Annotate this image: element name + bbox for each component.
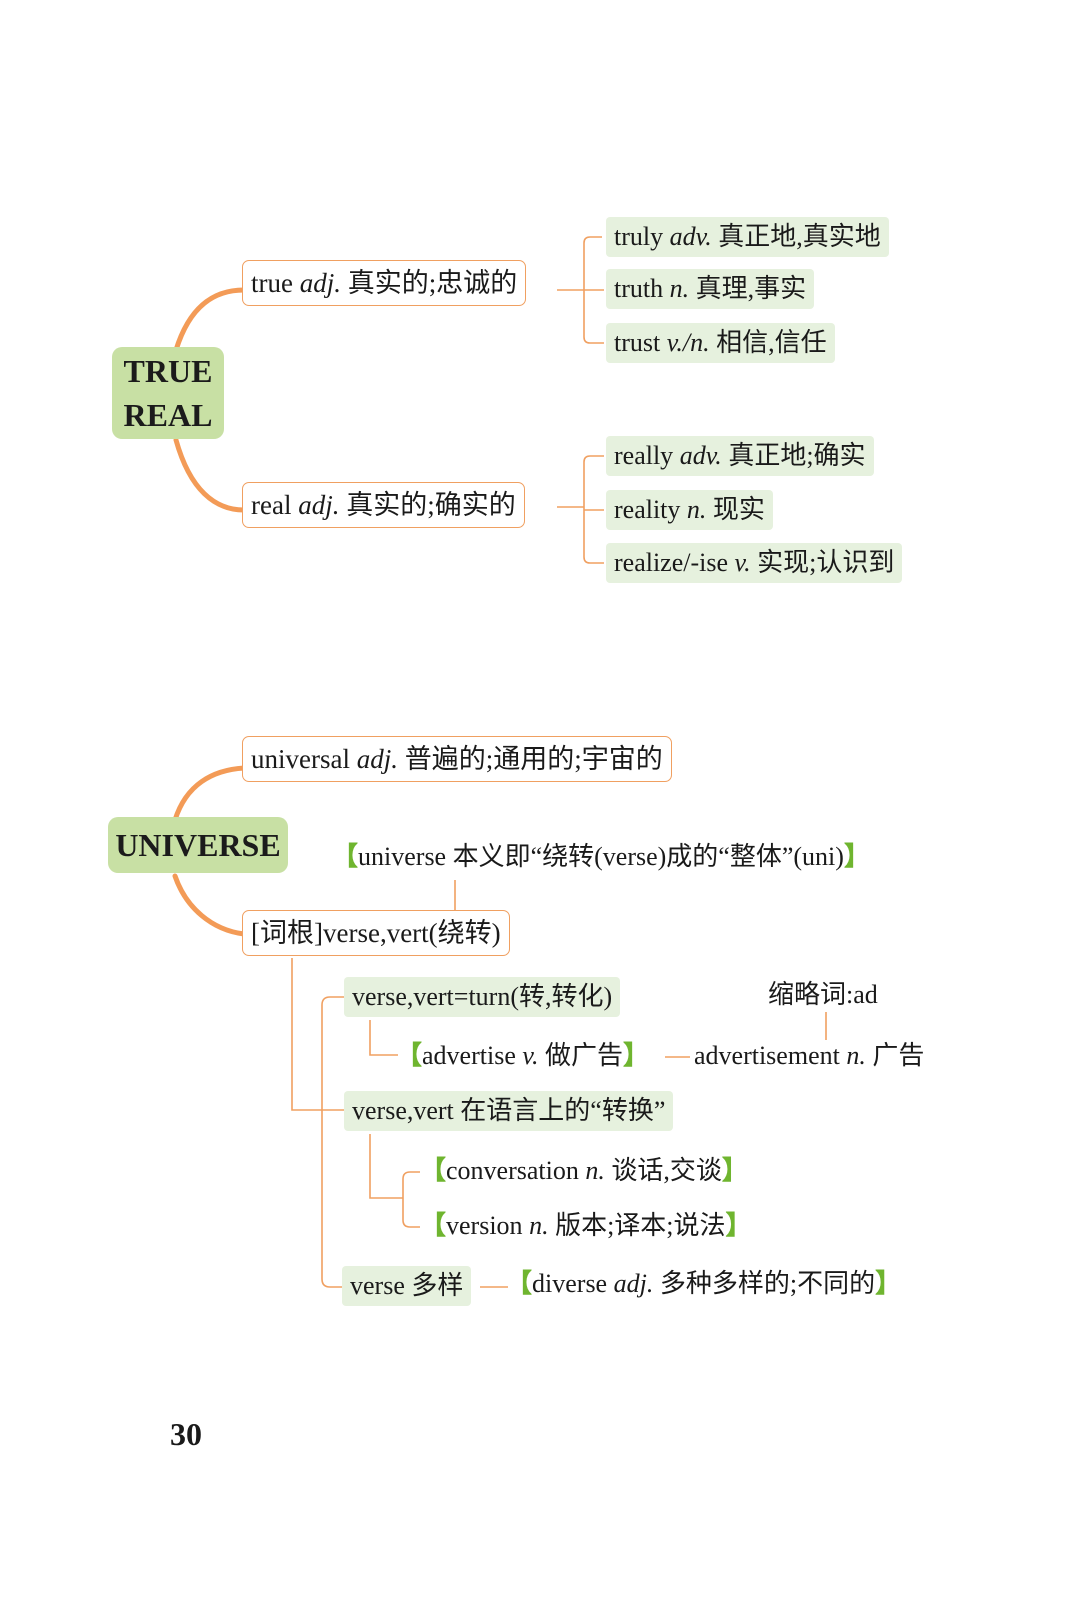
branch-language-conversion: verse,vert 在语言上的“转换” <box>344 1091 674 1131</box>
child-meaning: 做广告 <box>544 1041 623 1070</box>
branch-label: verse 多样 <box>350 1271 464 1300</box>
main-branches-bracket <box>321 996 344 1288</box>
child-pos: n. <box>669 274 690 303</box>
child-truly: truly adv. 真正地,真实地 <box>606 217 889 257</box>
derived-pos: n. <box>846 1041 866 1070</box>
child-word: truly <box>614 222 664 251</box>
page-number: 30 <box>170 1416 202 1452</box>
branch-diverse: verse 多样 <box>342 1266 472 1306</box>
branch-label: verse,vert 在语言上的“转换” <box>352 1096 666 1125</box>
child-pos: adv. <box>669 222 712 251</box>
child-word: conversation <box>446 1156 579 1185</box>
entry-word: real <box>251 490 292 520</box>
bracket-close: 】 <box>623 1041 650 1070</box>
child-meaning: 真理,事实 <box>695 274 807 303</box>
branch-turn: verse,vert=turn(转,转化) <box>344 977 621 1017</box>
child-word: version <box>446 1211 523 1240</box>
bracket-close: 】 <box>875 1269 902 1298</box>
entry-meaning: 普遍的;通用的;宇宙的 <box>404 744 663 774</box>
child-reality: reality n. 现实 <box>606 490 773 530</box>
child-truth: truth n. 真理,事实 <box>606 269 815 309</box>
bracket-close: 】 <box>725 1211 752 1240</box>
bracket-open: 【 <box>506 1269 533 1298</box>
entry-pos: adj. <box>356 744 398 774</box>
entry-word: true <box>251 268 293 298</box>
entry-meaning: 真实的;忠诚的 <box>347 268 518 298</box>
branch-true-real-to-true <box>173 287 247 353</box>
entry-word: universal <box>251 744 350 774</box>
branch-universe-to-root <box>172 873 247 937</box>
bracket-open: 【 <box>332 842 359 871</box>
child-pos: n. <box>529 1211 549 1240</box>
derived-meaning: 广告 <box>872 1041 925 1070</box>
child-pos: n. <box>585 1156 605 1185</box>
child-pos: adv. <box>679 441 722 470</box>
true-children-bracket <box>557 236 604 344</box>
child-meaning: 多种多样的;不同的 <box>659 1269 876 1298</box>
branch-true-real-to-real <box>173 437 247 513</box>
child-meaning: 真正地;确实 <box>728 441 866 470</box>
child-meaning: 谈话,交谈 <box>611 1156 722 1185</box>
child-meaning: 相信,信任 <box>716 328 827 357</box>
child-realize: realize/-ise v. 实现;认识到 <box>606 543 903 583</box>
child-pos: v. <box>522 1041 539 1070</box>
entry-pos: adj. <box>299 268 341 298</box>
root-line-2: REAL <box>123 397 213 433</box>
child-trust: trust v./n. 相信,信任 <box>606 323 835 363</box>
child-pos: n. <box>686 495 707 524</box>
child-really: really adv. 真正地;确实 <box>606 436 874 476</box>
child-advertise: 【advertise v. 做广告】 <box>396 1036 649 1076</box>
child-meaning: 现实 <box>712 495 765 524</box>
child-word: realize/-ise <box>614 548 729 577</box>
derived-word: advertisement <box>694 1041 840 1070</box>
bracket-close: 】 <box>721 1156 748 1185</box>
bracket-open: 【 <box>420 1156 447 1185</box>
child-meaning: 真正地,真实地 <box>718 222 881 251</box>
root-label: UNIVERSE <box>115 827 281 863</box>
root-universe: UNIVERSE <box>108 817 288 873</box>
bracket-open: 【 <box>396 1041 423 1070</box>
entry-real: real adj. 真实的;确实的 <box>242 482 525 528</box>
advertise-connector <box>369 1020 398 1056</box>
child-word: trust <box>614 328 661 357</box>
child-version: 【version n. 版本;译本;说法】 <box>420 1206 752 1246</box>
root-box-label: [词根]verse,vert(绕转) <box>251 918 501 948</box>
bracket-open: 【 <box>420 1211 447 1240</box>
entry-universal: universal adj. 普遍的;通用的;宇宙的 <box>242 736 672 782</box>
derived-advertisement: advertisement n. 广告 <box>694 1036 924 1076</box>
note-text: universe 本义即“绕转(verse)成的“整体”(uni) <box>358 842 844 871</box>
abbr-text: 缩略词:ad <box>768 980 878 1009</box>
child-word: advertise <box>422 1041 516 1070</box>
child-word: really <box>614 441 674 470</box>
real-children-bracket <box>557 455 604 564</box>
child-meaning: 实现;认识到 <box>757 548 895 577</box>
child-word: diverse <box>532 1269 608 1298</box>
entry-meaning: 真实的;确实的 <box>346 490 516 520</box>
child-word: truth <box>614 274 664 303</box>
root-box-verse-vert: [词根]verse,vert(绕转) <box>242 910 510 956</box>
branch2-connector <box>369 1134 403 1199</box>
entry-true: true adj. 真实的;忠诚的 <box>242 260 527 306</box>
branch-universe-to-universal <box>172 765 247 823</box>
child-meaning: 版本;译本;说法 <box>555 1211 726 1240</box>
child-conversation: 【conversation n. 谈话,交谈】 <box>420 1151 748 1191</box>
abbreviation-note: 缩略词:ad <box>768 975 878 1015</box>
branch-label: verse,vert=turn(转,转化) <box>352 982 613 1011</box>
child-pos: adj. <box>613 1269 654 1298</box>
root-line-1: TRUE <box>123 353 213 389</box>
bracket-close: 】 <box>843 842 870 871</box>
root-true-real: TRUE REAL <box>112 347 224 439</box>
child-pos: v. <box>734 548 751 577</box>
entry-pos: adj. <box>298 490 340 520</box>
child-diverse: 【diverse adj. 多种多样的;不同的】 <box>506 1264 901 1304</box>
branch2-children-bracket <box>402 1171 420 1228</box>
etymology-note: 【universe 本义即“绕转(verse)成的“整体”(uni)】 <box>332 837 870 877</box>
root-trunk <box>291 958 344 1111</box>
child-word: reality <box>614 495 681 524</box>
child-pos: v./n. <box>666 328 710 357</box>
